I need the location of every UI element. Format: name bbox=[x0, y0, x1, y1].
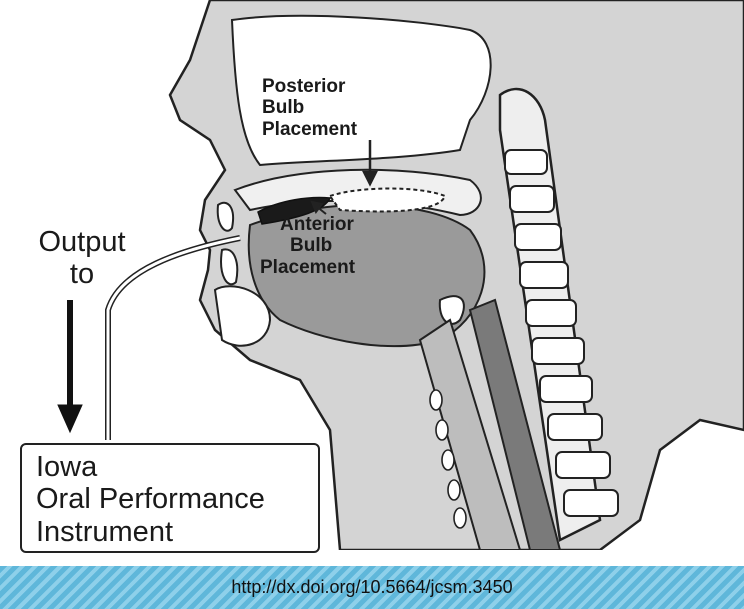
anterior-label-line-2: Bulb bbox=[260, 235, 355, 256]
device-label-line-2: Oral Performance bbox=[36, 483, 318, 515]
device-label-line-1: Iowa bbox=[36, 451, 318, 483]
citation-footer-bar: http://dx.doi.org/10.5664/jcsm.3450 bbox=[0, 566, 744, 609]
output-label-line-2: to bbox=[22, 258, 142, 290]
doi-link[interactable]: http://dx.doi.org/10.5664/jcsm.3450 bbox=[231, 577, 512, 598]
output-to-label: Output to bbox=[22, 226, 142, 291]
output-arrow bbox=[58, 300, 82, 432]
posterior-label-line-3: Placement bbox=[262, 119, 357, 140]
posterior-bulb-label: Posterior Bulb Placement bbox=[262, 76, 357, 140]
posterior-label-line-1: Posterior bbox=[262, 76, 357, 97]
anterior-label-line-3: Placement bbox=[260, 257, 355, 278]
device-label-line-3: Instrument bbox=[36, 516, 318, 548]
anterior-label-line-1: Anterior bbox=[260, 214, 355, 235]
anterior-bulb-label: Anterior Bulb Placement bbox=[260, 214, 355, 278]
posterior-label-line-2: Bulb bbox=[262, 97, 357, 118]
output-label-line-1: Output bbox=[22, 226, 142, 258]
epiglottis bbox=[440, 296, 464, 324]
iopi-device-box: Iowa Oral Performance Instrument bbox=[20, 443, 320, 553]
